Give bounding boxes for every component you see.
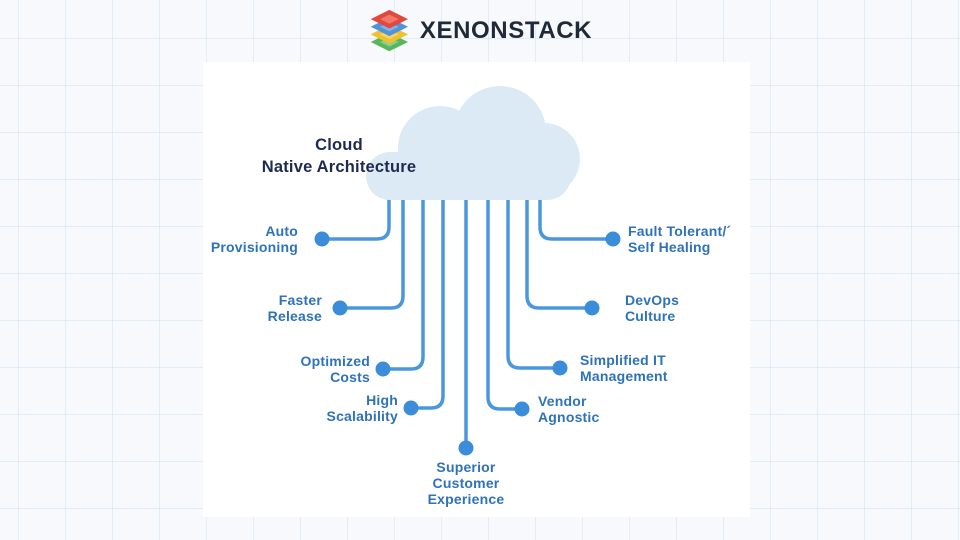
node-optimized-costs [375, 361, 391, 377]
branch-label-high-scalability: High Scalability [326, 392, 398, 424]
branch-label-faster-release: Faster Release [267, 292, 322, 324]
node-superior-customer-experience [458, 440, 474, 456]
cloud-shape [366, 86, 580, 200]
connector-vendor-agnostic [486, 190, 524, 411]
branch-label-optimized-costs: Optimized Costs [300, 353, 370, 385]
logo: XENONSTACK [368, 9, 592, 53]
connector-optimized-costs [381, 190, 425, 371]
branch-label-superior-customer-experience: Superior Customer Experience [427, 459, 505, 507]
branch-label-fault-tolerant-self-healing: Fault Tolerant/´ Self Healing [628, 223, 732, 255]
cloud-title: Cloud Native Architecture [261, 136, 417, 176]
node-vendor-agnostic [514, 401, 530, 417]
node-fault-tolerant-self-healing [605, 231, 621, 247]
branch-label-devops-culture: DevOps Culture [625, 292, 680, 324]
branch-label-auto-provisioning: Auto Provisioning [210, 223, 298, 255]
connector-simplified-it-management [506, 190, 562, 370]
branch-label-simplified-it-management: Simplified IT Management [580, 352, 668, 384]
node-high-scalability [403, 400, 419, 416]
connector-fault-tolerant-self-healing [538, 190, 615, 241]
connector-lines [314, 86, 621, 456]
brand-name: XENONSTACK [419, 17, 593, 44]
connector-faster-release [338, 190, 405, 310]
connector-auto-provisioning [320, 190, 391, 241]
diagram-panel: Cloud Native Architecture Auto Provision… [203, 62, 750, 517]
layer-stack-icon [370, 9, 408, 52]
connector-high-scalability [409, 190, 445, 410]
node-faster-release [332, 300, 348, 316]
node-auto-provisioning [314, 231, 330, 247]
node-simplified-it-management [552, 360, 568, 376]
branch-label-vendor-agnostic: Vendor Agnostic [538, 393, 600, 425]
node-devops-culture [584, 300, 600, 316]
connector-devops-culture [525, 190, 594, 310]
